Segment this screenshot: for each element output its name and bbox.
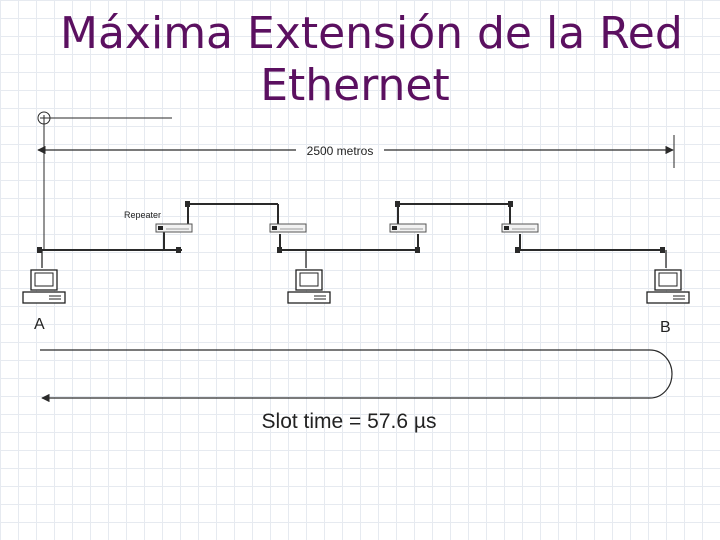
station-a-label: A	[34, 316, 45, 333]
title-line-1: Máxima Extensión de la Red	[60, 8, 683, 59]
station-b-label: B	[660, 319, 671, 336]
terminators	[37, 201, 665, 253]
computer-icon	[287, 269, 331, 304]
computer-icon	[646, 269, 690, 304]
computer-icon	[22, 269, 66, 304]
slot-time-label: Slot time = 57.6 µs	[262, 410, 437, 433]
repeater-icon	[501, 223, 539, 233]
round-trip-arrow	[40, 349, 673, 403]
repeater-icon	[389, 223, 427, 233]
repeater-label: Repeater	[124, 210, 161, 220]
distance-label: 2500 metros	[307, 144, 374, 158]
reference-circle-icon	[37, 111, 51, 125]
station-drops	[41, 250, 667, 268]
repeater-icon	[269, 223, 307, 233]
title-line-2: Ethernet	[260, 60, 450, 111]
repeater-icon	[155, 223, 193, 233]
slide-title: Máxima Extensión de la Red Ethernet	[60, 8, 683, 112]
